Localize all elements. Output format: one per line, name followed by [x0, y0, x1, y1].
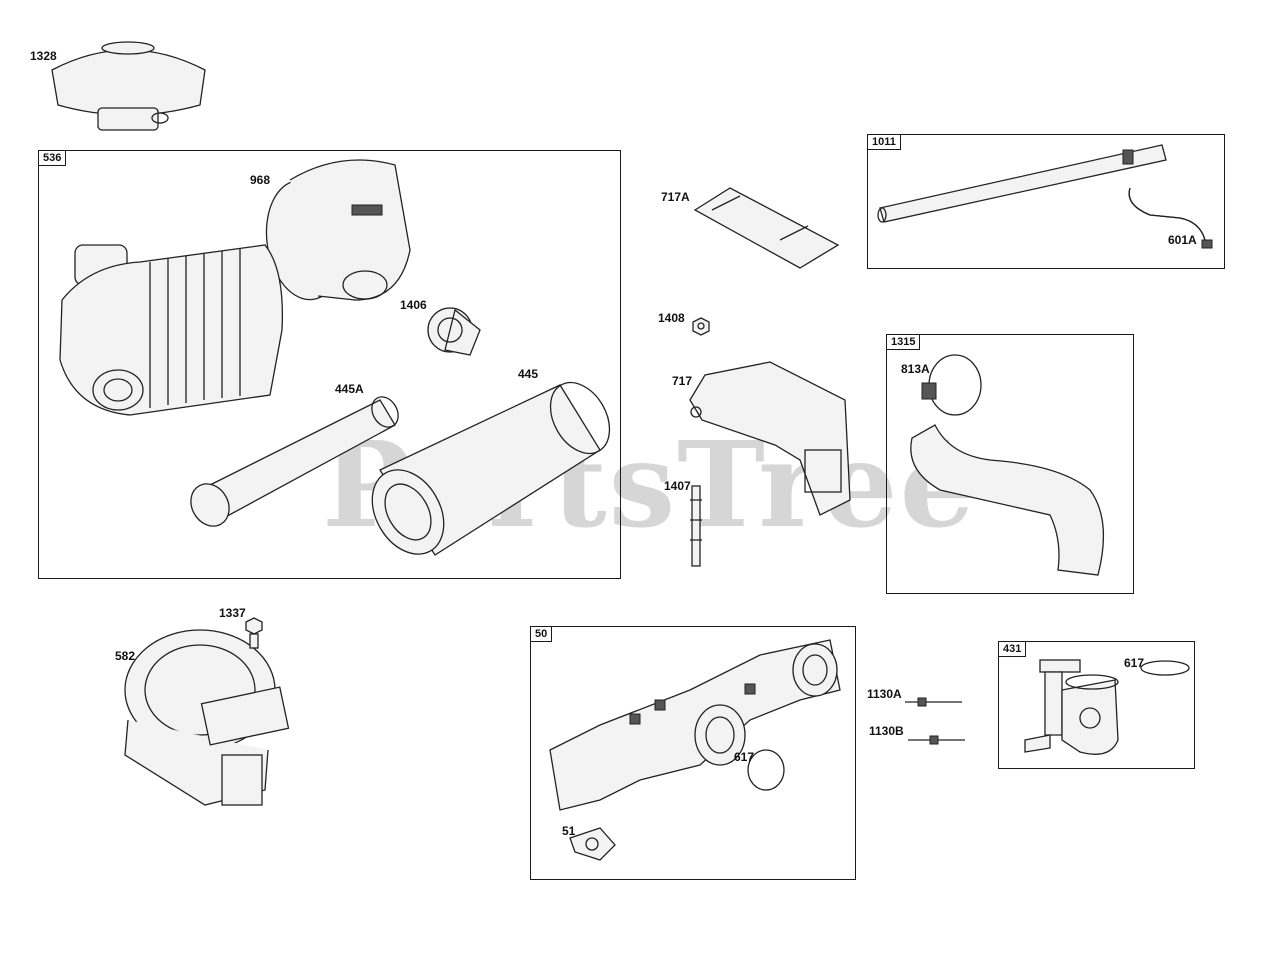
- part-1406-valve: [427, 307, 481, 356]
- callout-1408: 1408: [658, 311, 685, 325]
- part-431-outlet: [1024, 659, 1190, 755]
- callout-1406: 1406: [400, 298, 427, 312]
- callout-445: 445: [518, 367, 539, 381]
- callout-1130B: 1130B: [869, 724, 904, 738]
- part-aircleaner-housing: [59, 244, 284, 416]
- part-445A-inner-filter: [190, 396, 399, 527]
- callout-51: 51: [562, 824, 576, 838]
- callout-601A: 601A: [1168, 233, 1197, 247]
- callout-1130A: 1130A: [867, 687, 902, 701]
- part-50-manifold: [549, 639, 841, 861]
- group-box-536: 536: [38, 150, 621, 579]
- callout-813A: 813A: [901, 362, 930, 376]
- part-1337-bolt: [245, 617, 263, 649]
- part-1130-studs: [905, 697, 965, 745]
- group-box-1315: 1315: [886, 334, 1134, 594]
- callout-1407: 1407: [664, 479, 691, 493]
- part-1407-stud: [690, 485, 702, 567]
- part-717A-bracket: [693, 187, 840, 269]
- part-445-outer-filter: [371, 381, 611, 556]
- callout-968: 968: [250, 173, 271, 187]
- callout-1337: 1337: [219, 606, 246, 620]
- group-box-50: 50: [530, 626, 856, 880]
- callout-582: 582: [115, 649, 136, 663]
- part-717-bracket: [689, 361, 851, 516]
- part-582-strap-bracket: [124, 629, 290, 806]
- group-tag: 1011: [868, 135, 901, 150]
- group-tag: 431: [999, 642, 1027, 657]
- callout-617-manifold: 617: [734, 750, 755, 764]
- part-1315-hose: [910, 354, 1105, 576]
- part-1408-nut: [692, 317, 710, 336]
- callout-717A: 717A: [661, 190, 690, 204]
- part-1328-precleaner-cap: [51, 41, 206, 131]
- group-box-1011: 1011: [867, 134, 1225, 269]
- callout-617-outlet: 617: [1124, 656, 1145, 670]
- group-box-431: 431: [998, 641, 1195, 769]
- group-tag: 1315: [887, 335, 921, 350]
- callout-1328: 1328: [30, 49, 57, 63]
- callout-445A: 445A: [335, 382, 364, 396]
- part-968-cover: [265, 159, 411, 301]
- group-tag: 536: [39, 151, 67, 166]
- callout-717: 717: [672, 374, 693, 388]
- group-tag: 50: [531, 627, 553, 642]
- part-1011-tube: [877, 144, 1213, 249]
